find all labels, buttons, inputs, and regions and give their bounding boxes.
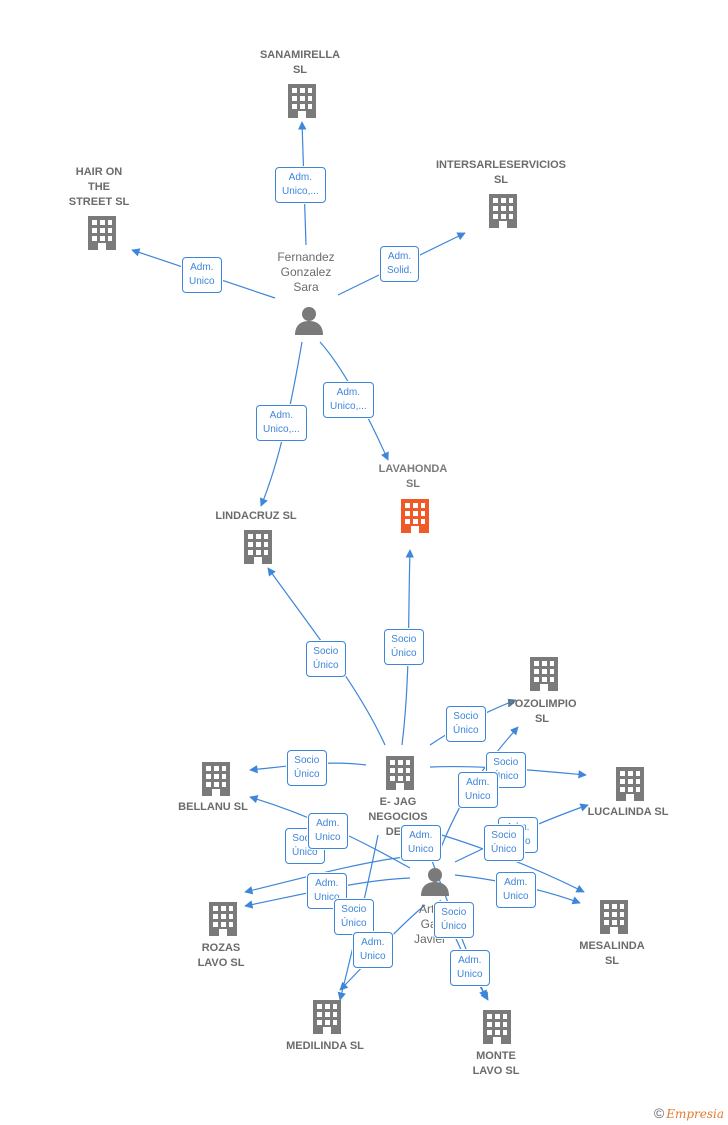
edge-label: Adm. Unico (450, 950, 490, 986)
person-label-fernandez[interactable]: Fernandez Gonzalez Sara (277, 250, 335, 294)
company-label-mesalinda[interactable]: MESALINDA SL (579, 940, 645, 967)
building-icon[interactable] (288, 84, 316, 118)
edge-label: Adm. Unico,... (275, 167, 326, 203)
company-label-rozas-lavo[interactable]: ROZAS LAVO SL (197, 942, 245, 969)
company-label-pozolimpio[interactable]: POZOLIMPIO SL (507, 698, 577, 725)
building-icon[interactable] (202, 762, 230, 796)
person-icon[interactable] (421, 866, 449, 896)
company-label-sanamirella[interactable]: SANAMIRELLA SL (259, 49, 341, 76)
edge-label: Adm. Unico (182, 257, 222, 293)
company-label-medilinda[interactable]: MEDILINDA SL (286, 1040, 364, 1052)
edge-label: Socio Único (334, 899, 374, 935)
company-label-lindacruz[interactable]: LINDACRUZ SL (215, 510, 297, 522)
company-label-lavahonda[interactable]: LAVAHONDA SL (378, 463, 448, 490)
building-icon[interactable] (530, 657, 558, 691)
company-label-hair-on-the-street[interactable]: HAIR ON THE STREET SL (68, 166, 130, 208)
company-label-bellanu[interactable]: BELLANU SL (178, 801, 248, 813)
building-icon[interactable] (386, 756, 414, 790)
building-icon[interactable] (401, 499, 429, 533)
edge-label: Socio Único (306, 641, 346, 677)
edge-label: Adm. Unico,... (323, 382, 374, 418)
building-icon[interactable] (313, 1000, 341, 1034)
edge-label: Socio Único (384, 629, 424, 665)
edge-label: Socio Único (434, 902, 474, 938)
edge-label: Adm. Unico (496, 872, 536, 908)
edge-label: Socio Único (484, 825, 524, 861)
edge-label: Adm. Solid. (380, 246, 420, 282)
edge-label: Adm. Unico (353, 932, 393, 968)
company-label-monte-lavo[interactable]: MONTE LAVO SL (472, 1050, 520, 1077)
company-label-lucalinda[interactable]: LUCALINDA SL (587, 806, 669, 818)
building-icon[interactable] (600, 900, 628, 934)
building-icon[interactable] (88, 216, 116, 250)
person-icon[interactable] (295, 305, 323, 335)
building-icon[interactable] (616, 767, 644, 801)
building-icon[interactable] (244, 530, 272, 564)
building-icon[interactable] (489, 194, 517, 228)
copyright-icon: © (653, 1105, 665, 1121)
building-icon[interactable] (483, 1010, 511, 1044)
edge-label: Adm. Unico (401, 825, 441, 861)
edge-label: Socio Único (287, 750, 327, 786)
company-label-intersarleservicios[interactable]: INTERSARLESERVICIOS SL (436, 159, 566, 186)
connection-lines (131, 121, 589, 1001)
brand-logo: Empresia (666, 1107, 724, 1121)
watermark: ©Empresia (654, 1105, 724, 1121)
edge-label: Adm. Unico,... (256, 405, 307, 441)
edge-label: Socio Único (446, 706, 486, 742)
building-icon[interactable] (209, 902, 237, 936)
edge-label: Adm. Unico (458, 772, 498, 808)
edge-label: Adm. Unico (308, 813, 348, 849)
